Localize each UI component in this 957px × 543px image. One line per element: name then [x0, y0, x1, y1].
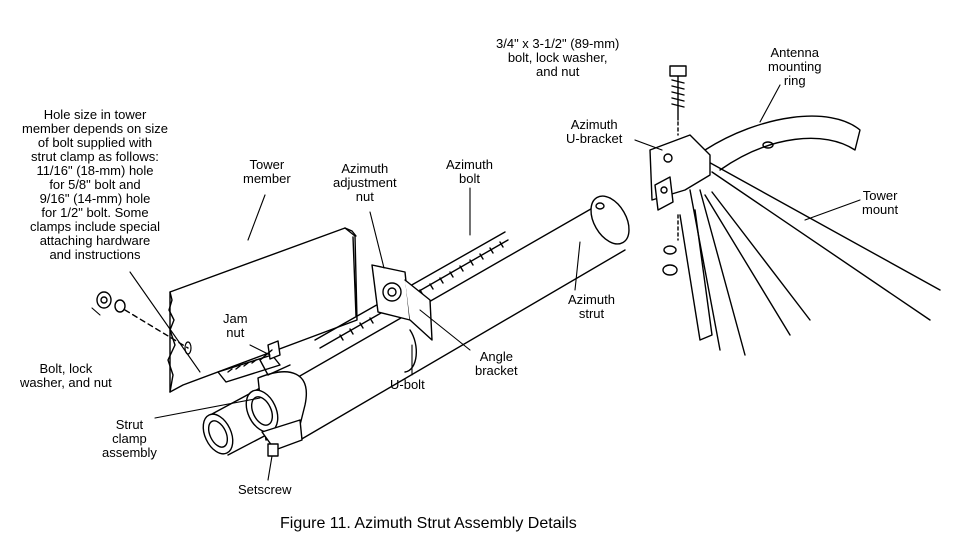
label-antenna-mounting-ring: Antenna mounting ring: [768, 45, 822, 88]
label-azimuth-strut: Azimuth strut: [568, 292, 615, 321]
label-azimuth-bolt: Azimuth bolt: [446, 157, 493, 186]
tower-mount-shape: [649, 65, 941, 356]
label-azimuth-adjustment-nut: Azimuth adjustment nut: [333, 161, 397, 204]
label-tower-member: Tower member: [243, 157, 291, 186]
label-azimuth-u-bracket: Azimuth U-bracket: [566, 117, 623, 146]
figure-caption: Figure 11. Azimuth Strut Assembly Detail…: [280, 515, 577, 532]
strut-clamp-shape: [202, 340, 307, 457]
label-bolt-lock-washer-nut: Bolt, lock washer, and nut: [20, 361, 112, 390]
label-jam-nut: Jam nut: [223, 311, 248, 340]
leader-lines: [91, 84, 861, 481]
loose-hardware-shape: [96, 291, 189, 349]
label-setscrew: Setscrew: [238, 482, 292, 497]
azimuth-strut-shape: [271, 195, 630, 441]
label-top-bolt: 3/4" x 3-1/2" (89-mm) bolt, lock washer,…: [496, 36, 620, 79]
hole-size-note: Hole size in tower member depends on siz…: [22, 107, 168, 262]
azimuth-bolt-shape: [314, 231, 509, 373]
label-strut-clamp-assembly: Strut clamp assembly: [102, 417, 157, 460]
label-tower-mount: Tower mount: [862, 188, 899, 217]
label-angle-bracket: Angle bracket: [475, 349, 518, 378]
label-u-bolt: U-bolt: [390, 377, 425, 392]
